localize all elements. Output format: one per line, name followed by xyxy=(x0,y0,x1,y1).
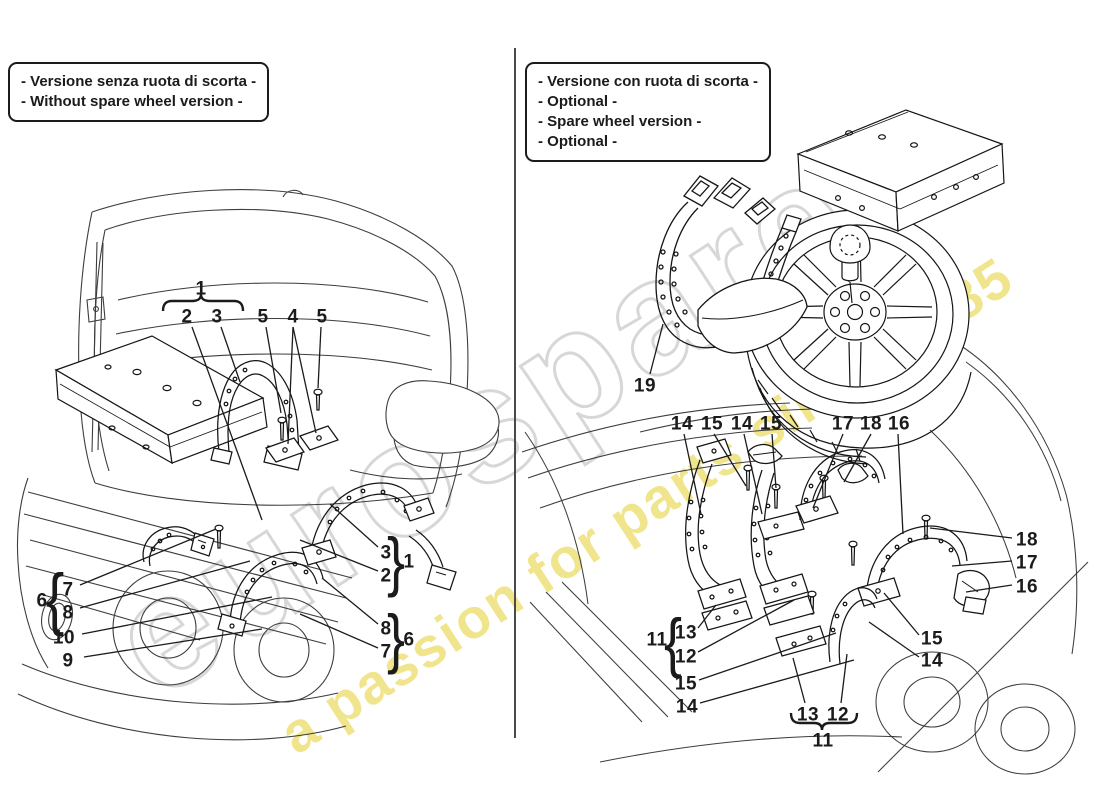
part-callout-2: 2 xyxy=(181,306,193,328)
group-brace: { xyxy=(663,606,683,680)
part-callout-13: 13 xyxy=(674,622,698,644)
leader-line xyxy=(792,657,806,704)
leader-line xyxy=(299,539,379,572)
leader-line xyxy=(321,577,379,625)
part-callout-3: 3 xyxy=(380,542,392,564)
part-callout-12: 12 xyxy=(826,704,850,726)
part-callout-16: 16 xyxy=(887,413,911,435)
part-callout-15: 15 xyxy=(700,413,724,435)
group-1-over-brace xyxy=(161,293,245,312)
version-note-left: - Versione senza ruota di scorta - - Wit… xyxy=(8,62,270,122)
group-brace: } xyxy=(386,525,406,599)
part-callout-5: 5 xyxy=(316,306,328,328)
part-callout-7: 7 xyxy=(62,579,74,601)
leader-line xyxy=(929,527,1013,539)
group-11-under-brace xyxy=(789,712,859,731)
version-note-line: - Spare wheel version - xyxy=(538,113,702,130)
part-callout-8: 8 xyxy=(62,602,74,624)
part-callout-15: 15 xyxy=(920,628,944,650)
section-divider xyxy=(514,48,516,738)
leader-line xyxy=(649,323,664,375)
leader-line xyxy=(965,584,1013,593)
version-note-line: - Versione senza ruota di scorta - xyxy=(21,73,257,90)
leader-line xyxy=(698,632,837,681)
version-note-line: - Without spare wheel version - xyxy=(21,93,243,110)
spare-wheel xyxy=(744,209,972,465)
leader-line xyxy=(317,326,322,389)
leader-line xyxy=(697,599,795,653)
part-callout-12: 12 xyxy=(674,646,698,668)
leader-line xyxy=(329,503,379,548)
version-note-line: - Optional - xyxy=(538,93,618,110)
leader-line xyxy=(883,592,920,636)
part-callout-14: 14 xyxy=(730,413,754,435)
part-callout-17: 17 xyxy=(1015,552,1039,574)
part-callout-13: 13 xyxy=(796,704,820,726)
version-note-right: - Versione con ruota di scorta - - Optio… xyxy=(525,62,772,162)
part-callout-14: 14 xyxy=(675,696,699,718)
trunk-straps-right xyxy=(685,438,991,665)
part-callout-2: 2 xyxy=(380,565,392,587)
part-callout-1: 1 xyxy=(195,278,207,300)
part-callout-14: 14 xyxy=(670,413,694,435)
leader-line xyxy=(79,528,217,586)
version-note-line: - Versione con ruota di scorta - xyxy=(538,73,759,90)
part-callout-6: 6 xyxy=(403,629,415,651)
part-callout-18: 18 xyxy=(859,413,883,435)
screw-icon xyxy=(214,524,224,549)
leader-line xyxy=(265,326,282,414)
part-callout-11: 11 xyxy=(646,629,668,651)
leader-line xyxy=(897,433,904,535)
group-brace: } xyxy=(386,602,406,676)
leader-line xyxy=(220,326,241,383)
part-callout-8: 8 xyxy=(380,618,392,640)
part-callout-15: 15 xyxy=(674,673,698,695)
version-note-line: - Optional - xyxy=(538,133,618,150)
part-callout-9: 9 xyxy=(62,650,74,672)
leader-line xyxy=(699,659,855,704)
part-callout-15: 15 xyxy=(759,413,783,435)
leader-line xyxy=(287,326,294,445)
part-callout-17: 17 xyxy=(831,413,855,435)
part-callout-3: 3 xyxy=(211,306,223,328)
part-callout-16: 16 xyxy=(1015,576,1039,598)
screw-icon xyxy=(277,416,287,441)
leader-line xyxy=(812,433,844,509)
part-callout-18: 18 xyxy=(1015,529,1039,551)
leader-line xyxy=(868,621,920,658)
leader-line xyxy=(683,433,702,515)
leader-line xyxy=(299,613,379,649)
leader-line xyxy=(840,653,848,704)
leader-line xyxy=(697,604,717,629)
leader-line xyxy=(83,628,263,658)
leader-line xyxy=(81,596,273,635)
compressor-box xyxy=(796,109,1005,232)
leader-line xyxy=(843,433,872,483)
leader-line xyxy=(951,560,1013,567)
part-callout-6: 6 xyxy=(36,590,48,612)
part-callout-11: 11 xyxy=(812,730,834,752)
leader-line xyxy=(292,326,317,434)
part-callout-10: 10 xyxy=(52,627,76,649)
part-callout-5: 5 xyxy=(257,306,269,328)
part-callout-19: 19 xyxy=(633,375,657,397)
part-callout-4: 4 xyxy=(287,306,299,328)
right-trunk-car xyxy=(521,339,1089,775)
part-callout-7: 7 xyxy=(380,641,392,663)
screw-icon xyxy=(848,540,858,566)
spare-wheel-strap-assembly xyxy=(655,175,808,354)
leader-line xyxy=(771,433,777,489)
leader-line xyxy=(79,560,251,609)
group-brace: { xyxy=(45,559,65,637)
screw-icon xyxy=(313,388,323,411)
part-callout-14: 14 xyxy=(920,650,944,672)
leader-line xyxy=(743,433,763,515)
leader-line xyxy=(191,326,263,521)
part-callout-1: 1 xyxy=(403,551,415,573)
wheel-retainer-knob xyxy=(829,224,871,304)
leader-line xyxy=(713,433,747,487)
